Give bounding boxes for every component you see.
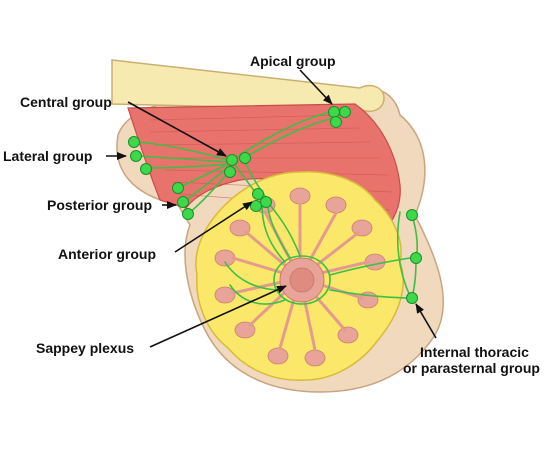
node-lateral-3 [140, 163, 152, 175]
node-central-3 [224, 166, 236, 178]
label-internal-thoracic-line2: or parasternal group [403, 360, 540, 376]
node-lateral-2 [130, 150, 142, 162]
label-apical-group: Apical group [250, 53, 336, 69]
label-sappey-plexus: Sappey plexus [36, 340, 134, 356]
label-posterior-group: Posterior group [47, 197, 152, 213]
arrow-anterior [174, 201, 253, 253]
node-central-2 [239, 152, 251, 164]
arrow-apical [299, 69, 333, 105]
node-posterior-1 [172, 182, 184, 194]
node-anterior-3 [250, 200, 262, 212]
pointer-arrows [106, 69, 437, 348]
label-internal-thoracic-line1: Internal thoracic [420, 344, 529, 360]
node-anterior-1 [252, 188, 264, 200]
node-internal-2 [410, 252, 422, 264]
arrow-sappey [149, 285, 287, 348]
nipple [289, 267, 315, 293]
node-apical-3 [330, 116, 342, 128]
node-apical-1 [328, 106, 340, 118]
node-lateral-1 [128, 136, 140, 148]
label-anterior-group: Anterior group [58, 246, 156, 262]
node-internal-1 [406, 209, 418, 221]
arrow-internal [415, 303, 437, 339]
node-central-1 [226, 154, 238, 166]
arrow-central [127, 101, 227, 157]
node-posterior-3 [182, 208, 194, 220]
label-central-group: Central group [20, 94, 112, 110]
clavicle-bone [111, 59, 385, 112]
node-posterior-2 [177, 196, 189, 208]
lymph-nodes [128, 106, 422, 304]
node-apical-2 [339, 106, 351, 118]
node-internal-3 [406, 292, 418, 304]
node-anterior-2 [260, 196, 272, 208]
label-lateral-group: Lateral group [3, 148, 92, 164]
